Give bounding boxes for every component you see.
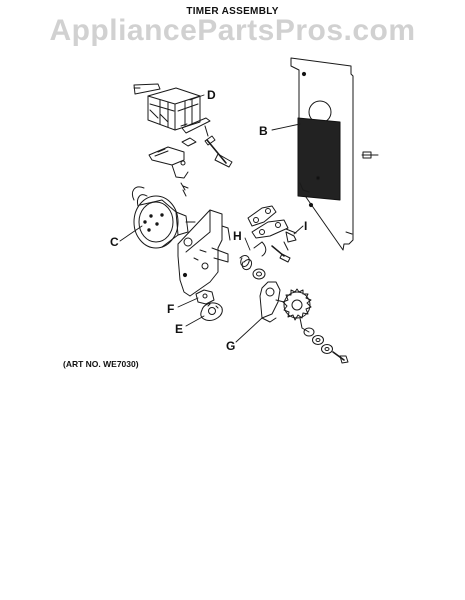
switch-assembly: [148, 137, 197, 197]
leader-lines: [119, 94, 304, 343]
knob-e: [200, 302, 223, 321]
pin-i: [283, 231, 297, 251]
callout-b: B: [259, 124, 268, 138]
callout-c: C: [110, 235, 119, 249]
switch-screw: [204, 135, 233, 168]
mounting-panel-b: [290, 57, 354, 251]
knob-f: [195, 289, 215, 305]
callout-f: F: [167, 302, 174, 316]
timer-motor-c: [131, 186, 196, 249]
ratchet-gear: [282, 288, 312, 333]
watermark-text: AppliancePartsPros.com: [49, 14, 416, 47]
washer-stack: [303, 327, 349, 364]
callout-i: I: [304, 219, 307, 233]
callout-h: H: [233, 229, 242, 243]
cam-screw: [252, 245, 291, 280]
callout-g: G: [226, 339, 235, 353]
callout-d: D: [207, 88, 216, 102]
ratchet-bracket-g: [259, 281, 285, 323]
switch-block-d: [133, 83, 211, 137]
panel-screw: [361, 151, 379, 159]
cam-linkage: [247, 205, 297, 239]
art-number: (ART NO. WE7030): [63, 359, 139, 369]
motor-mounting-plate: [177, 209, 231, 297]
spring-h: [239, 241, 267, 271]
diagram-title: TIMER ASSEMBLY: [186, 6, 279, 17]
callout-e: E: [175, 322, 183, 336]
